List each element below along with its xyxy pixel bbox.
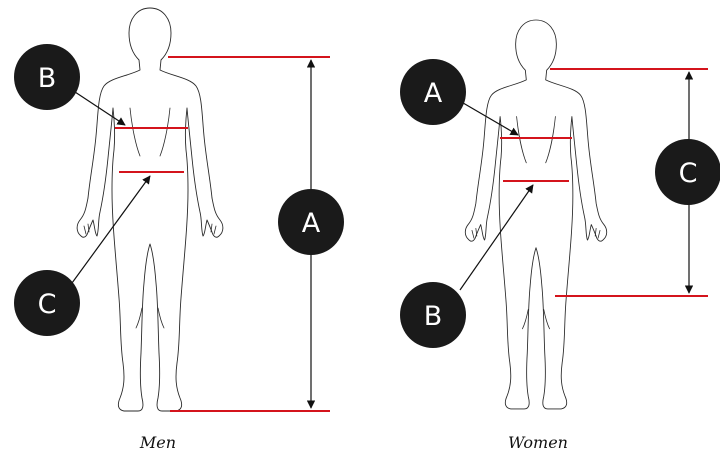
men-badge-b: B — [14, 44, 80, 110]
women-badge-a: A — [400, 59, 466, 125]
women-caption: Women — [458, 433, 618, 452]
badge-label: C — [679, 158, 698, 189]
men-caption: Men — [78, 433, 238, 452]
men-badge-a: A — [278, 189, 344, 255]
badge-label: B — [38, 63, 57, 94]
badge-label: B — [424, 301, 443, 332]
women-badge-b: B — [400, 282, 466, 348]
women-figure — [465, 20, 606, 409]
badge-label: C — [38, 289, 57, 320]
women-badge-c: C — [655, 139, 720, 205]
badge-label: A — [424, 78, 443, 109]
badge-label: A — [302, 208, 321, 239]
men-badge-c: C — [14, 270, 80, 336]
men-figure — [77, 8, 223, 411]
